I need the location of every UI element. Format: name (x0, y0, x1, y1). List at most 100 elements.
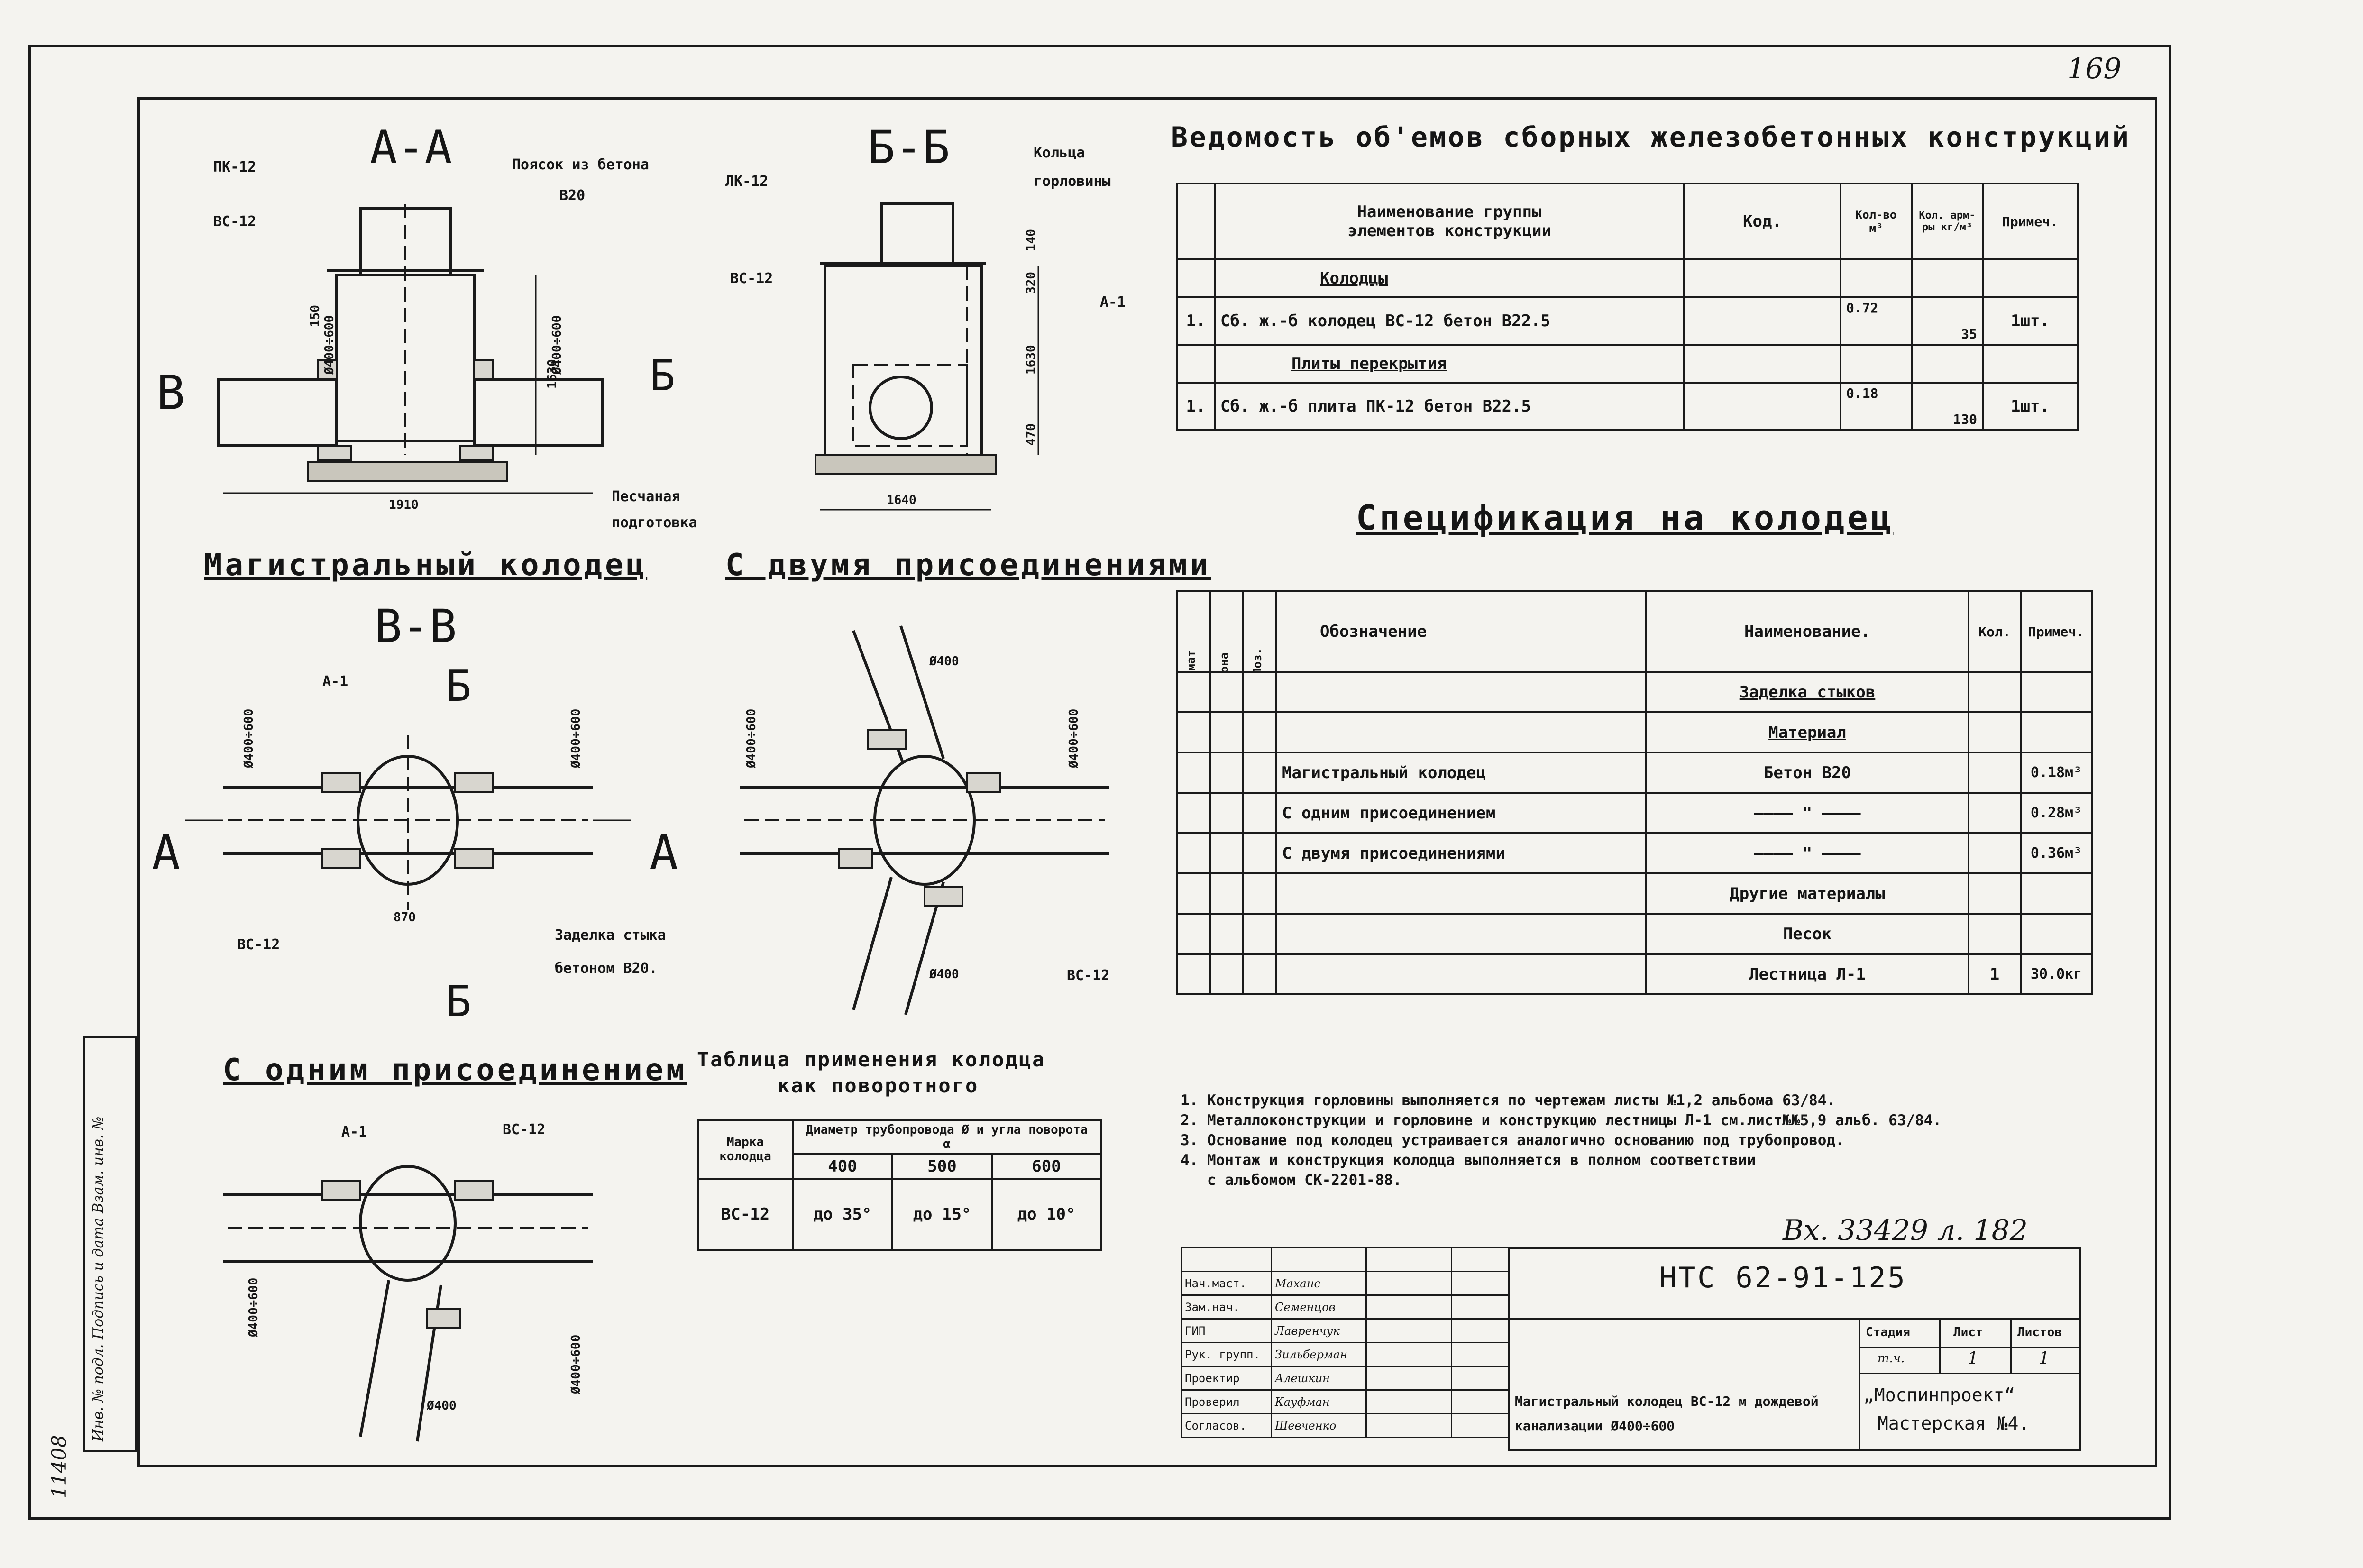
stamp-name-6: Шевченко (1271, 1413, 1367, 1438)
vol-row2-note: 1шт. (1982, 382, 2079, 431)
dim-d400600-aa-l: Ø400÷600 (322, 315, 337, 375)
spec-row8-designation (1275, 953, 1647, 995)
dim-d400600-one-l: Ø400÷600 (247, 1277, 261, 1337)
vol-header-code: Код. (1683, 183, 1841, 260)
spec-row8-name: Лестница Л-1 (1645, 953, 1969, 995)
callout-vs12-bb: ВС-12 (730, 270, 773, 287)
note-3: 3. Основание под колодец устраивается ан… (1181, 1132, 1844, 1149)
note-2: 2. Металлоконструкции и горловине и конс… (1181, 1112, 1942, 1129)
rotation-mark: ВС-12 (697, 1178, 794, 1251)
section-bb-label: Б-Б (868, 121, 950, 174)
stamp-sheet: 1 (1968, 1349, 1978, 1368)
callout-a1-one: А-1 (341, 1124, 367, 1140)
spec-row5-name: ———— " ———— (1645, 832, 1969, 874)
spec-row6-name: Другие материалы (1645, 872, 1969, 915)
vol-row1-name: Сб. ж.-б колодец ВС-12 бетон В22.5 (1214, 296, 1685, 346)
spec-row1-qty (1968, 671, 2022, 713)
drawings (185, 202, 1109, 1442)
stamp-divider-v2 (1939, 1318, 1941, 1373)
note-4: 4. Монтаж и конструкция колодца выполняе… (1181, 1152, 1756, 1169)
dim-140-bb: 140 (1024, 229, 1038, 251)
spec-header-note: Примеч. (2020, 590, 2093, 673)
callout-vs12-two: ВС-12 (1067, 967, 1110, 984)
dim-d400600-vv-r: Ø400÷600 (569, 708, 583, 768)
cut-letter-b-top: Б (446, 661, 472, 711)
spec-row7-note (2020, 913, 2093, 955)
spec-row4-qty (1968, 792, 2022, 834)
spec-row4-note: 0.28м³ (2020, 792, 2093, 834)
cut-letter-b-right: Б (650, 351, 676, 401)
callout-seal2: бетоном В20. (555, 960, 658, 977)
dim-1640: 1640 (887, 493, 916, 507)
stamp-stage-h: Стадия (1866, 1325, 1910, 1339)
stamp-role-0: Нач.маст. (1181, 1271, 1272, 1296)
spec-header-designation: Обозначение (1275, 590, 1647, 673)
vol-header-name2: элементов конструкции (1347, 221, 1551, 240)
callout-seal: Заделка стыка (555, 927, 666, 944)
spec-row6-note (2020, 872, 2093, 915)
dim-d400-two-top: Ø400 (929, 654, 959, 669)
dim-1630-bb: 1630 (1024, 345, 1038, 375)
note-1: 1. Конструкция горловины выполняется по … (1181, 1092, 1836, 1109)
stamp-name-3: Зильберман (1271, 1342, 1367, 1367)
rotation-diam-600: 600 (990, 1153, 1102, 1180)
spec-row5-designation: С двумя присоединениями (1275, 832, 1647, 874)
spec-header-pos: Поз. (1251, 648, 1264, 672)
stamp-sheets: 1 (2039, 1349, 2050, 1368)
dim-150-aa: 150 (308, 305, 322, 327)
rotation-col2: Диаметр трубопровода Ø и угла поворота α (791, 1119, 1102, 1155)
stamp-name-0: Маханс (1271, 1271, 1367, 1296)
spec-row3-note: 0.18м³ (2020, 752, 2093, 794)
stamp-name-1: Семенцов (1271, 1294, 1367, 1320)
rotation-angle-600: до 10° (990, 1178, 1102, 1251)
spec-row2-qty (1968, 711, 2022, 753)
dim-d400600-one-r: Ø400÷600 (569, 1334, 583, 1394)
spec-row1-name: Заделка стыков (1739, 682, 1876, 702)
callout-rings: Кольца (1034, 145, 1085, 161)
spec-row5-note: 0.36м³ (2020, 832, 2093, 874)
rotation-diam-500: 500 (891, 1153, 993, 1180)
cut-letter-v-left: В (156, 365, 185, 421)
dim-d400600-vv-l: Ø400÷600 (242, 708, 256, 768)
title-rotation-table2: как поворотного (778, 1074, 979, 1097)
spec-row7-designation (1275, 913, 1647, 955)
stamp-title: Магистральный колодец ВС-12 м дождевой к… (1515, 1394, 1819, 1434)
spec-row7-name: Песок (1645, 913, 1969, 955)
stamp-role-4: Проектир (1181, 1366, 1272, 1391)
section-aa-label: А-А (370, 121, 452, 174)
stamp-role-5: Проверил (1181, 1389, 1272, 1414)
stamp-org2: Мастерская №4. (1878, 1413, 2030, 1434)
title-spec: Спецификация на колодец (1356, 498, 1894, 538)
dim-d400600-aa-r: Ø400÷600 (550, 315, 564, 375)
vol-header-qty: Кол-во м³ (1840, 183, 1913, 260)
stamp-name-5: Кауфман (1271, 1389, 1367, 1414)
callout-lk12: ЛК-12 (725, 173, 769, 190)
spec-row8-qty: 1 (1968, 953, 2022, 995)
spec-row3-qty (1968, 752, 2022, 794)
callout-vs12-aa: ВС-12 (213, 213, 256, 230)
callout-sand: Песчаная (612, 488, 680, 505)
vol-row2-n: 1. (1176, 382, 1216, 431)
vol-row2-arm: 130 (1911, 382, 1984, 431)
callout-belt: Поясок из бетона (512, 156, 649, 173)
spec-header-qty: Кол. (1968, 590, 2022, 673)
spec-row4-designation: С одним присоединением (1275, 792, 1647, 834)
rotation-angle-400: до 35° (792, 1178, 893, 1251)
spec-row1-designation (1275, 671, 1647, 713)
section-vv-label: В-В (375, 600, 457, 653)
vol-row1-arm: 35 (1911, 296, 1984, 346)
spec-row7-qty (1968, 913, 2022, 955)
spec-row2-note (2020, 711, 2093, 753)
spec-row3-designation: Магистральный колодец (1275, 752, 1647, 794)
spec-row2-name: Материал (1768, 723, 1846, 742)
vol-row2-qty: 0.18 (1840, 382, 1913, 431)
outer-frame (28, 45, 2171, 1520)
rotation-table: Марка колодца Диаметр трубопровода Ø и у… (697, 1119, 1102, 1251)
spec-header-format: Формат (1184, 650, 1198, 672)
stamp-divider-h3 (1859, 1373, 2081, 1374)
section-bb-drawing (815, 202, 1039, 511)
callout-vs12-vv: ВС-12 (237, 936, 280, 953)
callout-pk12: ПК-12 (213, 159, 256, 175)
spec-row6-qty (1968, 872, 2022, 915)
